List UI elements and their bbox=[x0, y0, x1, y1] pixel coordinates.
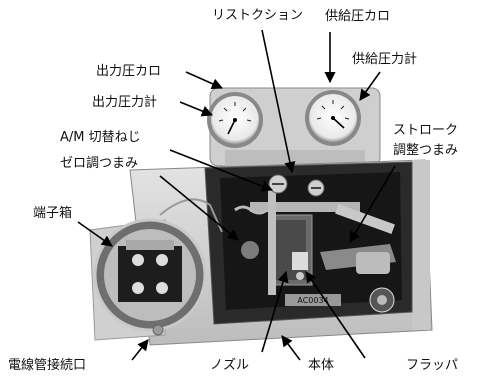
arrow-nozzle bbox=[261, 270, 289, 353]
arrow-output-gauge bbox=[179, 101, 214, 117]
label-restriction: リストクション bbox=[212, 8, 304, 23]
arrow-restriction bbox=[261, 29, 296, 174]
label-stroke-knob-line2: 調整つまみ bbox=[393, 143, 459, 158]
arrow-zero-knob bbox=[159, 175, 239, 241]
supply-pressure-gauge bbox=[305, 90, 361, 146]
leader-arrows bbox=[77, 29, 396, 361]
label-output-gauge: 出力圧力計 bbox=[92, 95, 158, 110]
mechanism: AC0034 bbox=[159, 174, 396, 313]
label-body: 本体 bbox=[308, 358, 335, 373]
arrow-body bbox=[281, 335, 301, 361]
label-am-screw: A/M 切替ねじ bbox=[60, 130, 141, 145]
arrow-flapper bbox=[305, 271, 366, 359]
arrow-am-screw bbox=[169, 149, 274, 192]
label-stroke-knob-line1: ストローク bbox=[393, 123, 459, 138]
nameplate-text: AC0034 bbox=[297, 296, 328, 305]
arrow-supply-gauge bbox=[359, 71, 381, 101]
label-output-connection: 出力圧カロ bbox=[96, 64, 162, 79]
label-terminal-box: 端子箱 bbox=[33, 206, 73, 221]
arrow-conduit bbox=[131, 339, 149, 361]
arrow-stroke-knob bbox=[349, 165, 396, 243]
label-flapper: フラッパ bbox=[406, 358, 459, 373]
label-supply-gauge: 供給圧力計 bbox=[352, 52, 418, 67]
label-conduit: 電線管接続口 bbox=[8, 358, 87, 373]
arrow-terminal-box bbox=[77, 221, 113, 247]
label-zero-knob: ゼロ調つまみ bbox=[60, 156, 139, 171]
output-pressure-gauge bbox=[207, 92, 263, 148]
label-supply-connection: 供給圧カロ bbox=[325, 9, 391, 24]
arrow-output-connection bbox=[185, 71, 224, 90]
label-nozzle: ノズル bbox=[210, 358, 250, 373]
terminal-box bbox=[93, 218, 207, 336]
